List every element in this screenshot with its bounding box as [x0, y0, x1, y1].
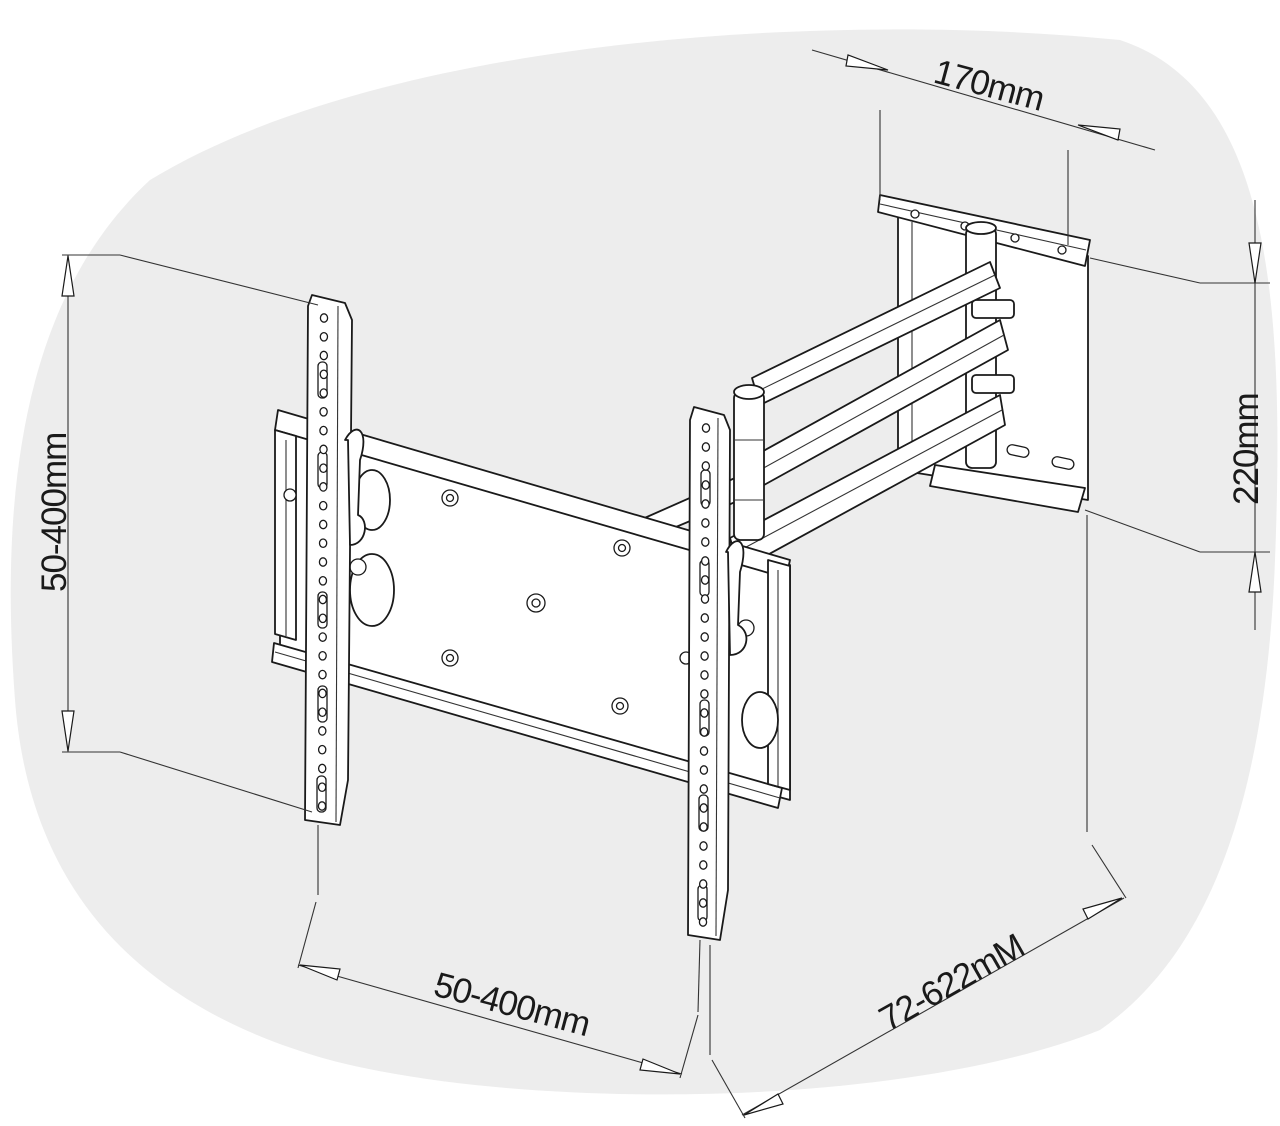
rail-hole	[318, 519, 328, 530]
rail-hole	[318, 557, 328, 567]
rail-hole	[319, 331, 329, 342]
rail-hole	[318, 500, 328, 511]
rail-hole	[698, 879, 708, 889]
dimension-label-220mm: 220mm	[1227, 393, 1266, 505]
rail-hole	[319, 482, 328, 492]
vertical-rail-right	[687, 406, 748, 941]
rail-hole	[318, 669, 327, 680]
rail-hole	[318, 594, 328, 605]
rail-hole	[319, 369, 329, 380]
rail-hole	[701, 423, 711, 433]
rail-hole	[701, 480, 710, 490]
rail-hole	[318, 707, 327, 718]
rail-hole	[317, 782, 327, 793]
rail-hole	[699, 765, 709, 775]
rail-hole	[318, 688, 327, 699]
rail-hole	[699, 860, 708, 870]
rail-hole	[701, 442, 711, 452]
rail-hole	[318, 575, 328, 586]
rail-hole	[701, 461, 711, 471]
rail-hole	[700, 670, 709, 680]
rail-hole	[318, 632, 327, 642]
rail-hole	[319, 350, 329, 361]
rail-hole	[700, 651, 709, 661]
rail-hole	[701, 499, 710, 509]
rail-hole	[318, 726, 327, 736]
rail-hole	[318, 613, 328, 624]
rail-hole	[700, 708, 709, 718]
rail-hole	[699, 803, 708, 813]
rail-hole	[318, 650, 327, 661]
rail-hole	[700, 632, 709, 642]
rail-hole	[700, 613, 710, 623]
rail-hole	[318, 538, 328, 549]
rail-hole	[317, 744, 327, 755]
rail-hole	[317, 801, 327, 811]
rail-hole	[701, 518, 710, 528]
dimension-label-left-50-400mm: 50-400mm	[35, 433, 74, 592]
rail-hole	[699, 727, 709, 737]
rail-hole	[317, 763, 327, 774]
rail-hole	[700, 556, 710, 566]
rail-hole	[700, 689, 709, 699]
rail-hole	[319, 425, 328, 436]
rail-hole	[699, 822, 708, 832]
rail-hole	[698, 917, 708, 927]
rail-hole	[319, 313, 329, 323]
rail-hole	[699, 746, 709, 756]
rail-hole	[700, 594, 710, 604]
rail-hole	[319, 444, 328, 455]
dimension-right: 220mm	[1084, 200, 1270, 630]
dimension-left: 50-400mm	[35, 254, 319, 813]
rail-hole-pattern	[317, 313, 711, 927]
rail-hole	[700, 575, 710, 585]
rail-hole	[701, 537, 710, 547]
rail-hole	[319, 406, 328, 417]
rail-hole	[319, 463, 328, 474]
rail-hole	[698, 898, 708, 908]
rail-hole	[699, 784, 709, 794]
rail-hole	[699, 841, 708, 851]
rail-hole	[319, 388, 328, 398]
tv-plate	[271, 409, 791, 809]
